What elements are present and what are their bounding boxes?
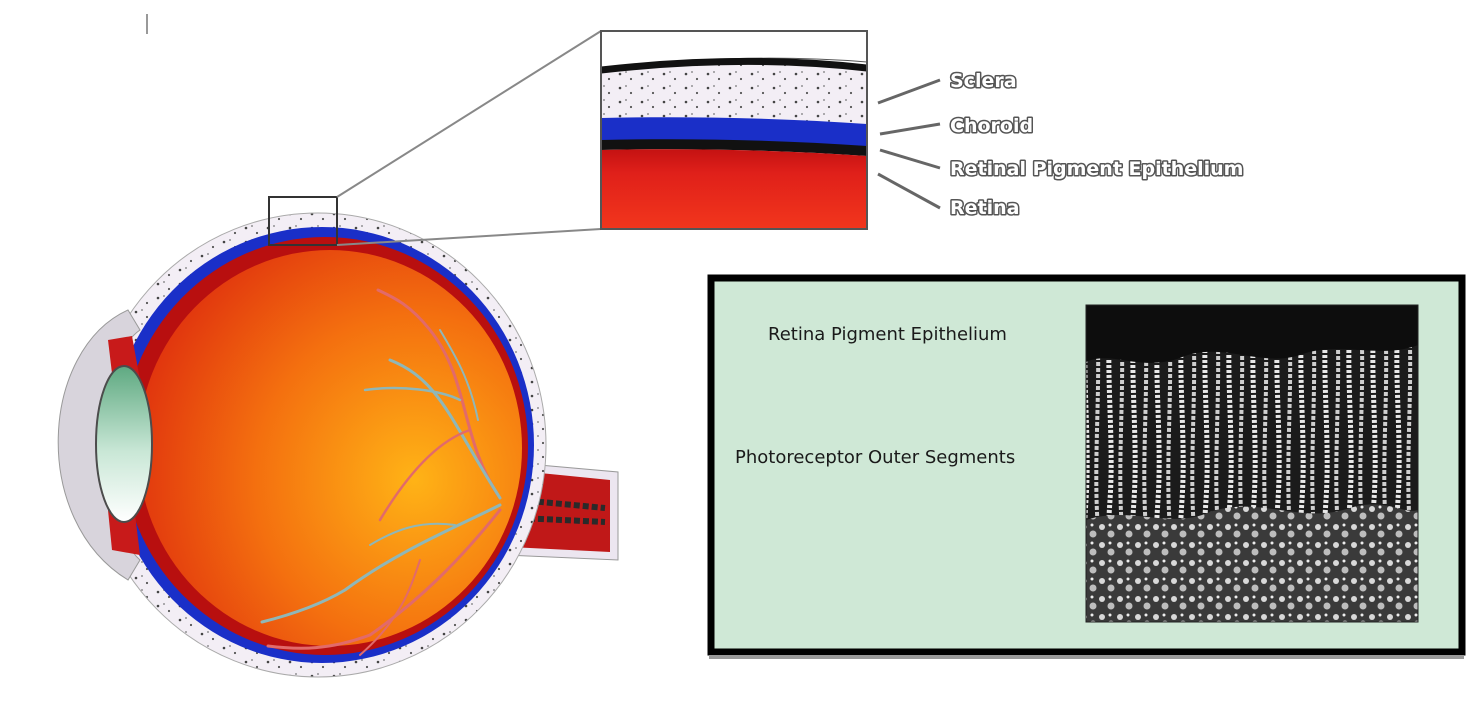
- vitreous-body: [138, 250, 522, 646]
- panel-label-outer-segments: Photoreceptor Outer Segments: [735, 447, 1015, 468]
- label-retina: Retina: [950, 197, 1019, 219]
- layer-inset: [601, 31, 867, 229]
- label-rpe: Retinal Pigment Epithelium: [950, 158, 1243, 180]
- inset-sclera: [601, 63, 867, 124]
- label-choroid: Choroid: [950, 115, 1033, 137]
- micrograph-granular-layer: [1086, 504, 1418, 622]
- eye-cross-section: [58, 197, 618, 677]
- inset-retina: [601, 149, 867, 229]
- zoom-connector-lines: [337, 31, 601, 245]
- layer-leader-lines: [878, 80, 940, 208]
- label-sclera: Sclera: [950, 70, 1017, 92]
- panel-label-rpe: Retina Pigment Epithelium: [768, 324, 1007, 345]
- micrograph-panel: Retina Pigment Epithelium Photoreceptor …: [709, 278, 1464, 659]
- photoreceptor-micrograph: [1086, 305, 1418, 622]
- lens: [96, 366, 152, 522]
